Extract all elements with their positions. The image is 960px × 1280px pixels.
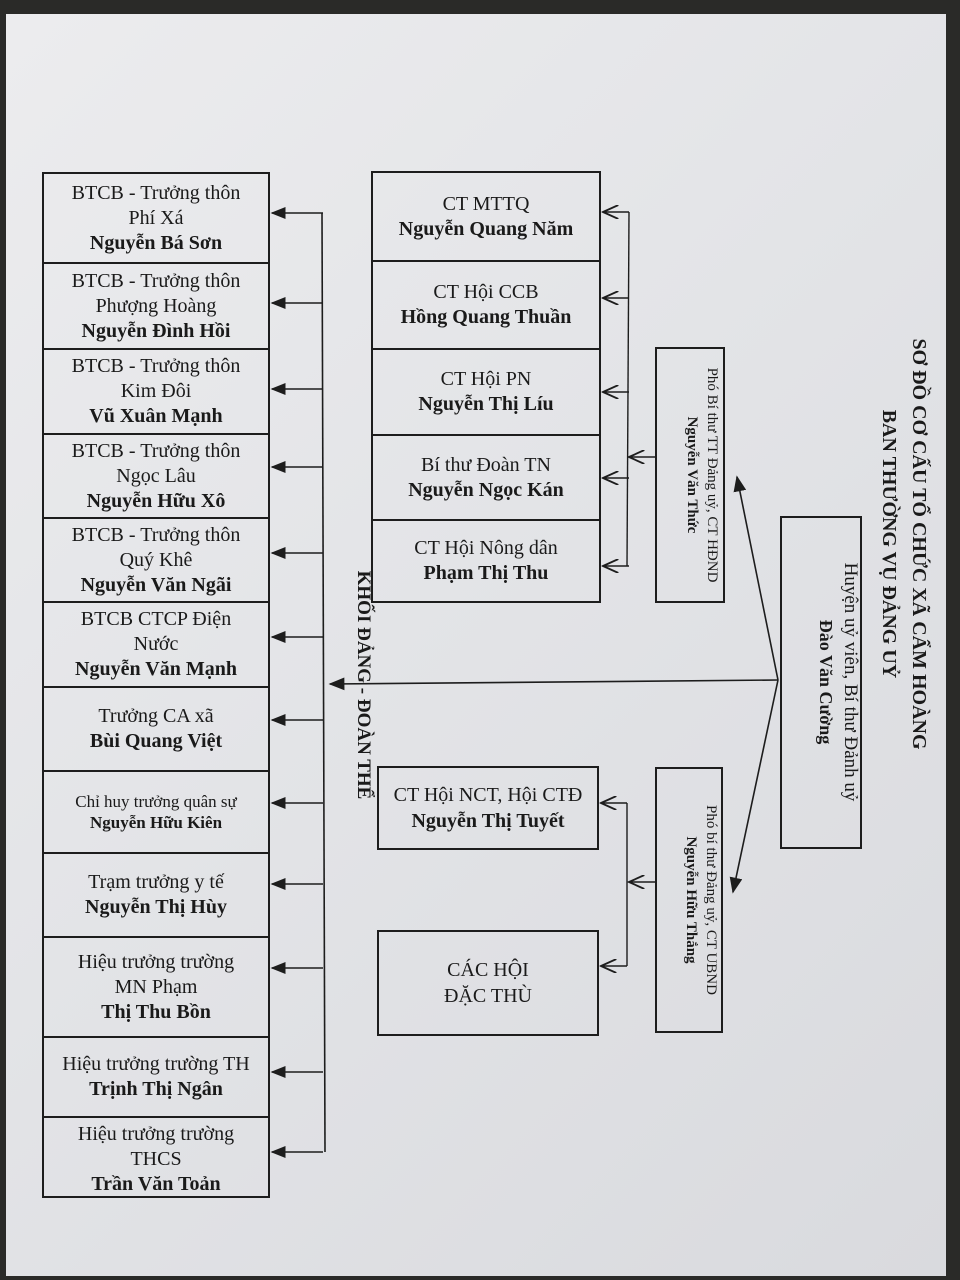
mass-org-item: CT Hội CCB Hồng Quang Thuần <box>373 262 599 350</box>
unit-role: BTCB - Trưởng thôn <box>71 181 241 204</box>
secretary-role: Huyện uỷ viên, Bí thư Đảnh uỷ <box>840 562 861 802</box>
paper-sheet <box>6 14 946 1276</box>
unit-role-detail: Ngọc Lâu <box>116 464 196 487</box>
unit-name: Nguyễn Hữu Xô <box>86 489 226 512</box>
chart-title: SƠ ĐỒ CƠ CẤU TỔ CHỨC XÃ CẨM HOÀNG BAN TH… <box>856 184 934 904</box>
deputy-hdnd-box: Phó Bí thư TT Đảng uỷ, CT HĐND Nguyễn Vă… <box>655 347 725 603</box>
secretary-name: Đào Văn Cường <box>816 619 837 745</box>
unit-role-detail: Kim Đôi <box>120 380 192 402</box>
unit-item: Trưởng CA xã Bùi Quang Việt <box>44 688 268 772</box>
unit-item: Hiệu trưởng trường TH Trịnh Thị Ngân <box>44 1038 268 1118</box>
title-line-1: SƠ ĐỒ CƠ CẤU TỔ CHỨC XÃ CẨM HOÀNG <box>908 338 930 750</box>
unit-role-detail: MN Phạm <box>114 975 198 998</box>
unit-role: BTCB CTCP Điện <box>80 608 232 630</box>
unit-role-detail: Quý Khê <box>119 548 193 571</box>
deputy-ubnd-name: Nguyễn Hữu Thắng <box>683 836 700 964</box>
mass-orgs-stack: CT MTTQ Nguyễn Quang Năm CT Hội CCB Hồng… <box>371 171 601 603</box>
unit-name: Trịnh Thị Ngân <box>89 1078 223 1100</box>
unit-role-detail: THCS <box>130 1147 182 1170</box>
unit-role: Trưởng CA xã <box>98 705 214 727</box>
unit-role: BTCB - Trưởng thôn <box>71 439 241 462</box>
secretary-box: Huyện uỷ viên, Bí thư Đảnh uỷ Đào Văn Cư… <box>780 516 862 849</box>
unit-role: Hiệu trưởng trường TH <box>62 1053 250 1075</box>
mass-org-item: CT MTTQ Nguyễn Quang Năm <box>373 173 599 262</box>
unit-item: Chỉ huy trưởng quân sự Nguyễn Hữu Kiên <box>44 772 268 854</box>
mass-org-item: CT Hội Nông dân Phạm Thị Thu <box>414 536 558 584</box>
title-line-2: BAN THƯỜNG VỤ ĐẢNG UỶ <box>878 409 900 679</box>
deputy-ubnd-box: Phó bí thư Đảng uỷ, CT UBND Nguyễn Hữu T… <box>655 767 723 1033</box>
unit-name: Bùi Quang Việt <box>89 730 223 752</box>
unit-name: Trần Văn Toản <box>91 1172 221 1195</box>
unit-name: Nguyễn Văn Ngãi <box>80 573 232 596</box>
unit-role: Hiệu trưởng trường <box>77 950 235 973</box>
unit-role: Trạm trưởng y tế <box>88 871 224 893</box>
unit-name: Nguyễn Đình Hồi <box>81 319 231 342</box>
deputy-hdnd-name: Nguyễn Văn Thức <box>684 416 701 534</box>
unit-name: Vũ Xuân Mạnh <box>89 405 223 427</box>
unit-role: BTCB - Trưởng thôn <box>71 355 241 377</box>
mass-org-item: Bí thư Đoàn TN Nguyễn Ngọc Kán <box>373 436 599 521</box>
unit-role-detail: Phượng Hoàng <box>95 294 217 317</box>
unit-name: Nguyễn Bá Sơn <box>89 231 223 254</box>
special-assoc-box: CÁC HỘI ĐẶC THÙ <box>377 930 599 1036</box>
deputy-hdnd-role: Phó Bí thư TT Đảng uỷ, CT HĐND <box>704 367 720 583</box>
unit-name: Nguyễn Thị Hùy <box>85 896 227 918</box>
elderly-assoc-box: CT Hội NCT, Hội CTĐ Nguyễn Thị Tuyết <box>377 766 599 850</box>
unit-role: BTCB - Trưởng thôn <box>71 523 241 546</box>
unit-name: Thị Thu Bồn <box>101 1000 211 1023</box>
unit-role: Chỉ huy trưởng quân sự <box>75 791 237 811</box>
unit-item: Trạm trưởng y tế Nguyễn Thị Hùy <box>44 854 268 938</box>
unit-name: Nguyễn Hữu Kiên <box>89 813 223 832</box>
unit-name: Nguyễn Văn Mạnh <box>75 658 237 680</box>
unit-role: BTCB - Trưởng thôn <box>71 269 241 292</box>
unit-role-detail: Nước <box>133 633 179 655</box>
unit-role: Hiệu trưởng trường <box>77 1122 235 1145</box>
mass-org-item: CT Hội PN Nguyễn Thị Líu <box>373 350 599 436</box>
unit-role-detail: Phí Xá <box>128 206 184 229</box>
deputy-ubnd-role: Phó bí thư Đảng uỷ, CT UBND <box>703 805 719 995</box>
